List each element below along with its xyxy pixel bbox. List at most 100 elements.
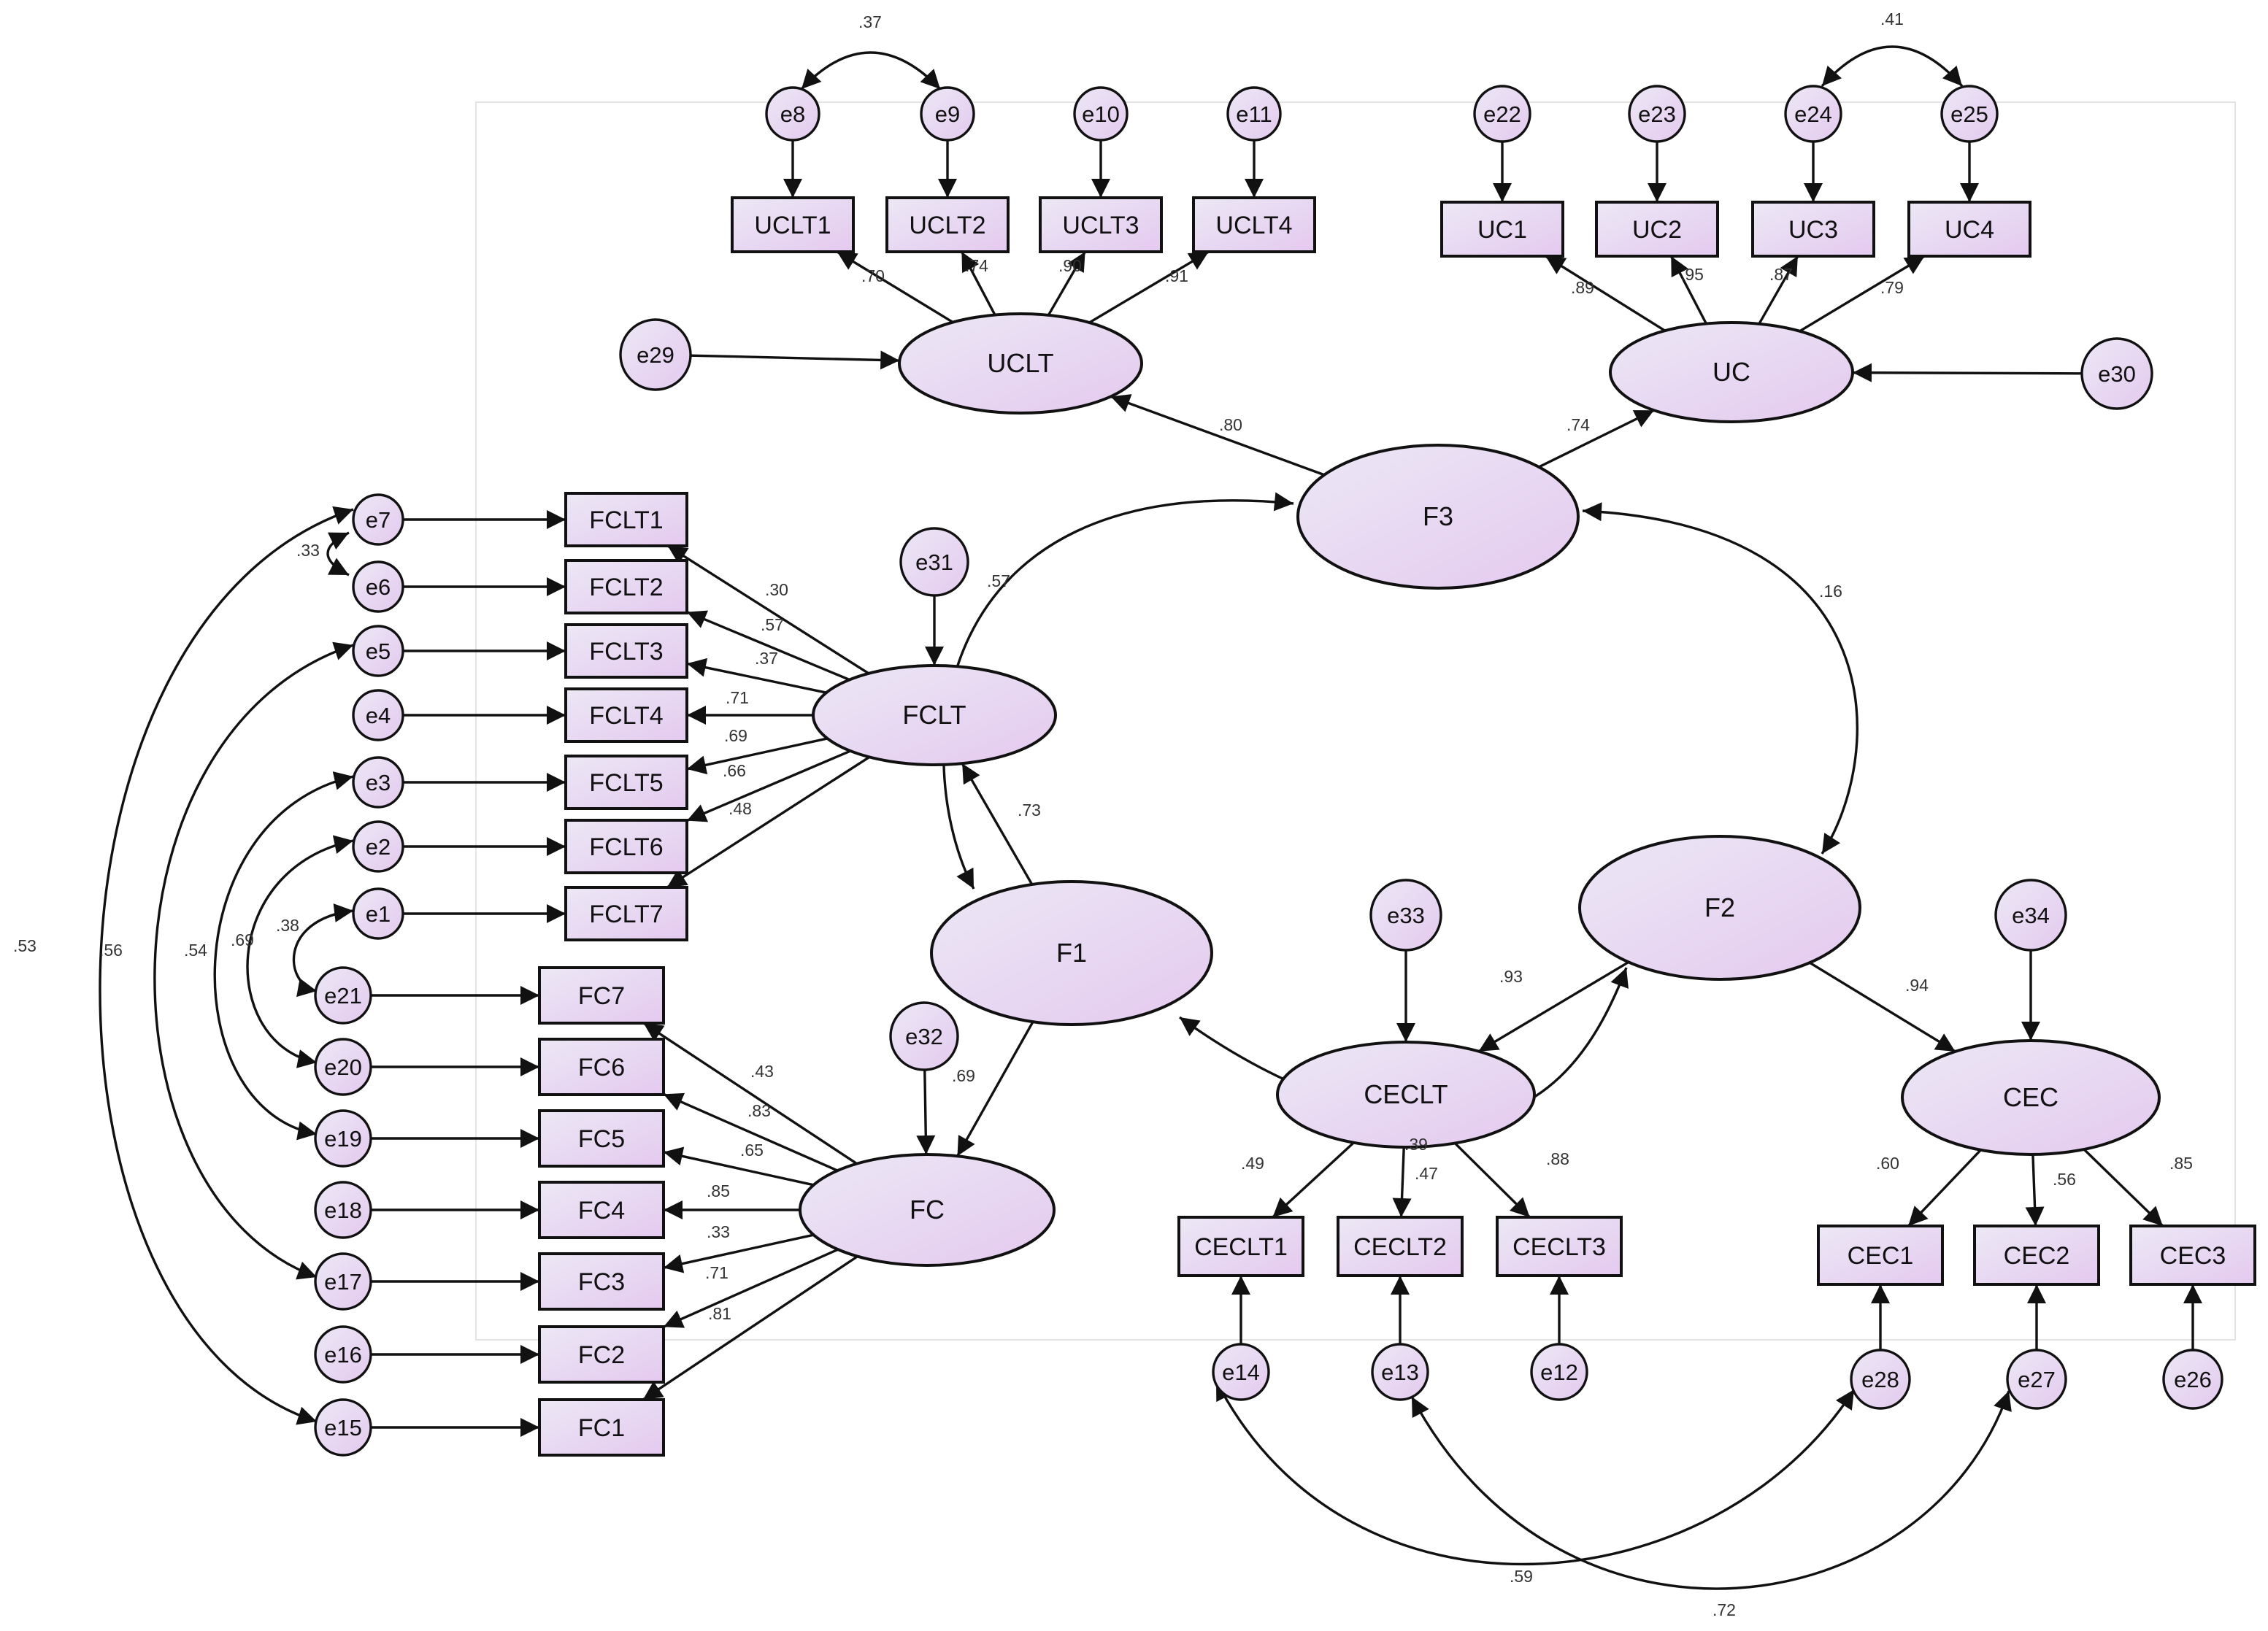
observed-fclt4: FCLT4 — [564, 687, 688, 743]
error-e11: e11 — [1226, 86, 1282, 142]
error-label: e15 — [324, 1415, 362, 1441]
error-e4: e4 — [352, 689, 404, 741]
observed-uclt4: UCLT4 — [1192, 196, 1316, 253]
path-arrow — [1907, 1149, 1982, 1227]
error-e24: e24 — [1784, 85, 1842, 143]
observed-fc6: FC6 — [538, 1038, 665, 1096]
error-label: e2 — [366, 834, 391, 860]
observed-label: FC4 — [578, 1197, 625, 1225]
latent-label: CEC — [2003, 1082, 2059, 1112]
error-label: e27 — [2018, 1367, 2056, 1392]
observed-label: CEC1 — [1848, 1242, 1914, 1270]
observed-label: FCLT3 — [589, 638, 663, 666]
observed-label: FCLT7 — [589, 901, 663, 928]
error-label: e19 — [324, 1126, 362, 1152]
coefficient-label: .74 — [1567, 415, 1590, 434]
coefficient-label: .47 — [1415, 1164, 1438, 1183]
path-arrow — [1545, 255, 1666, 332]
observed-label: UC4 — [1945, 216, 1994, 244]
observed-label: FC1 — [578, 1414, 625, 1442]
covariance-arrow — [292, 903, 354, 998]
path-arrow — [1852, 363, 2083, 382]
covariance-arrow — [1528, 967, 1629, 1102]
error-label: e28 — [1861, 1367, 1899, 1392]
observed-label: UC1 — [1477, 216, 1527, 244]
path-arrow — [1392, 1146, 1412, 1218]
path-arrow — [1088, 250, 1210, 324]
error-e30: e30 — [2080, 337, 2153, 410]
covariance-arrow — [942, 492, 1294, 890]
observed-uc3: UC3 — [1751, 201, 1875, 258]
path-arrow — [1669, 255, 1707, 325]
error-e18: e18 — [314, 1181, 372, 1239]
diagram-frame — [475, 101, 2236, 1341]
observed-label: CECLT2 — [1353, 1233, 1447, 1261]
error-label: e26 — [2174, 1367, 2212, 1392]
error-e3: e3 — [352, 756, 404, 809]
covariance-arrow — [213, 771, 354, 1141]
coefficient-label: .33 — [296, 541, 320, 560]
error-label: e32 — [905, 1024, 943, 1049]
error-e7: e7 — [352, 493, 404, 546]
coefficient-label: .94 — [1905, 976, 1929, 995]
error-e8: e8 — [765, 86, 820, 142]
observed-fclt3: FCLT3 — [564, 623, 688, 679]
coefficient-label: .95 — [1680, 265, 1704, 284]
covariance-arrow — [1821, 45, 1964, 88]
coefficient-label: .41 — [1880, 9, 1904, 28]
error-label: e10 — [1082, 101, 1120, 127]
observed-label: CEC3 — [2160, 1242, 2226, 1270]
latent-label: FC — [910, 1195, 945, 1225]
covariance-arrow — [326, 531, 350, 577]
error-e6: e6 — [352, 560, 404, 613]
coefficient-label: .38 — [276, 916, 299, 935]
covariance-arrow — [246, 835, 354, 1068]
path-arrow — [836, 250, 954, 324]
latent-fc: FC — [799, 1153, 1056, 1267]
error-label: e24 — [1794, 101, 1832, 127]
path-arrow — [961, 763, 1034, 885]
coefficient-label: .57 — [761, 615, 784, 634]
path-arrow — [686, 749, 851, 822]
path-arrow — [666, 755, 870, 889]
error-e17: e17 — [314, 1252, 372, 1311]
covariance-arrow — [99, 506, 354, 1425]
covariance-arrow — [800, 51, 942, 90]
observed-cec1: CEC1 — [1817, 1225, 1944, 1286]
error-label: e30 — [2098, 361, 2136, 387]
error-label: e3 — [366, 770, 391, 795]
path-arrow — [666, 544, 869, 675]
path-arrow — [1477, 960, 1629, 1053]
coefficient-label: .59 — [1510, 1567, 1533, 1586]
covariance-arrow — [1215, 1380, 1856, 1565]
error-e16: e16 — [314, 1325, 372, 1384]
covariance-arrow — [1582, 502, 1858, 855]
latent-label: FCLT — [902, 700, 966, 730]
observed-label: FCLT2 — [589, 574, 663, 601]
path-arrow — [1047, 251, 1087, 316]
error-label: e22 — [1483, 101, 1521, 127]
coefficient-label: .71 — [726, 688, 749, 707]
path-arrow — [956, 1021, 1034, 1157]
observed-label: FC6 — [578, 1054, 625, 1081]
path-arrow — [1272, 1141, 1355, 1219]
path-arrow — [686, 658, 827, 694]
error-label: e25 — [1950, 101, 1988, 127]
error-e21: e21 — [314, 966, 372, 1025]
latent-label: F1 — [1056, 938, 1087, 968]
latent-f2: F2 — [1578, 835, 1861, 981]
error-e31: e31 — [899, 527, 969, 597]
observed-fc5: FC5 — [538, 1109, 665, 1168]
coefficient-label: .16 — [1819, 582, 1842, 601]
error-e29: e29 — [619, 318, 692, 391]
error-e22: e22 — [1473, 85, 1531, 143]
observed-uclt2: UCLT2 — [885, 196, 1010, 253]
observed-fclt6: FCLT6 — [564, 819, 688, 874]
coefficient-label: .87 — [1769, 265, 1793, 284]
observed-fc7: FC7 — [538, 966, 665, 1025]
observed-fc3: FC3 — [538, 1252, 665, 1311]
observed-label: FC2 — [578, 1341, 625, 1369]
path-arrows — [99, 45, 2202, 1590]
observed-uclt1: UCLT1 — [731, 196, 855, 253]
error-label: e18 — [324, 1198, 362, 1223]
